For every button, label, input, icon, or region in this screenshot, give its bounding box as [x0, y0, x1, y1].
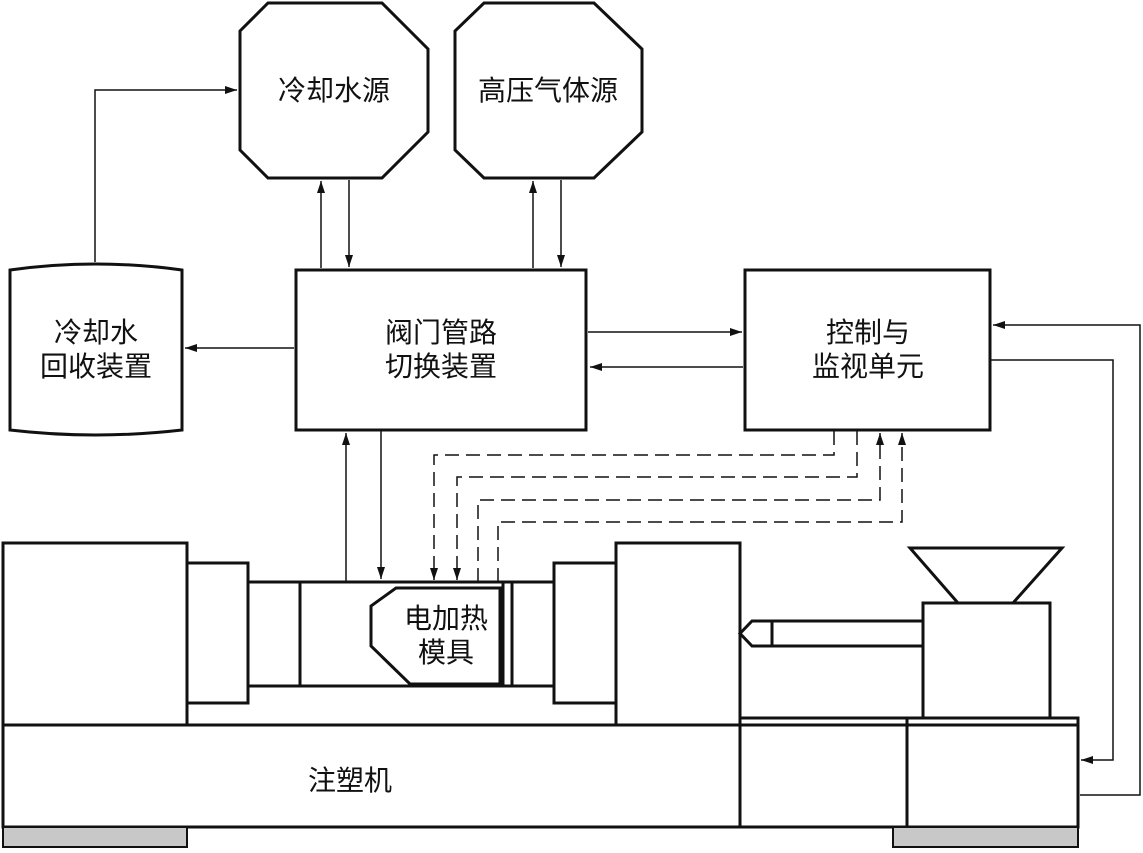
control-to-mold-signal-2: [453, 431, 858, 580]
injection-machine-drawing: [1, 541, 1080, 829]
cooling-water-recovery-node: [8, 262, 184, 437]
control-label-line1: 控制与: [826, 316, 910, 349]
mold-label-line2: 模具: [418, 636, 474, 669]
machine-to-control-arrow: [993, 321, 1141, 796]
cooling-water-source-label: 冷却水源: [278, 74, 390, 107]
mold-to-control-signal-1: [477, 433, 884, 582]
electric-heating-mold-node: [369, 586, 502, 686]
machine-foot-right: [892, 826, 1079, 848]
mold-label-line1: 电加热: [404, 602, 488, 635]
control-monitor-node: [743, 268, 992, 432]
recovery-to-source-arrow: [94, 86, 237, 262]
mold-to-control-signal-2: [497, 433, 906, 582]
gas-source-label: 高压气体源: [478, 74, 618, 107]
valve-label-line1: 阀门管路: [385, 316, 497, 349]
gas-source-node: [453, 1, 644, 180]
control-to-machine-arrow: [991, 359, 1114, 764]
valve-label-line2: 切换装置: [385, 350, 497, 383]
valve-switching-node: [294, 268, 588, 432]
cooling-water-source-node: [238, 1, 430, 180]
injection-machine-label: 注塑机: [308, 764, 392, 797]
control-label-line2: 监视单元: [812, 350, 924, 383]
recovery-label-line1: 冷却水: [54, 316, 138, 349]
recovery-label-line2: 回收装置: [40, 350, 152, 383]
machine-foot-left: [2, 826, 188, 848]
control-to-mold-signal-1: [430, 431, 835, 580]
